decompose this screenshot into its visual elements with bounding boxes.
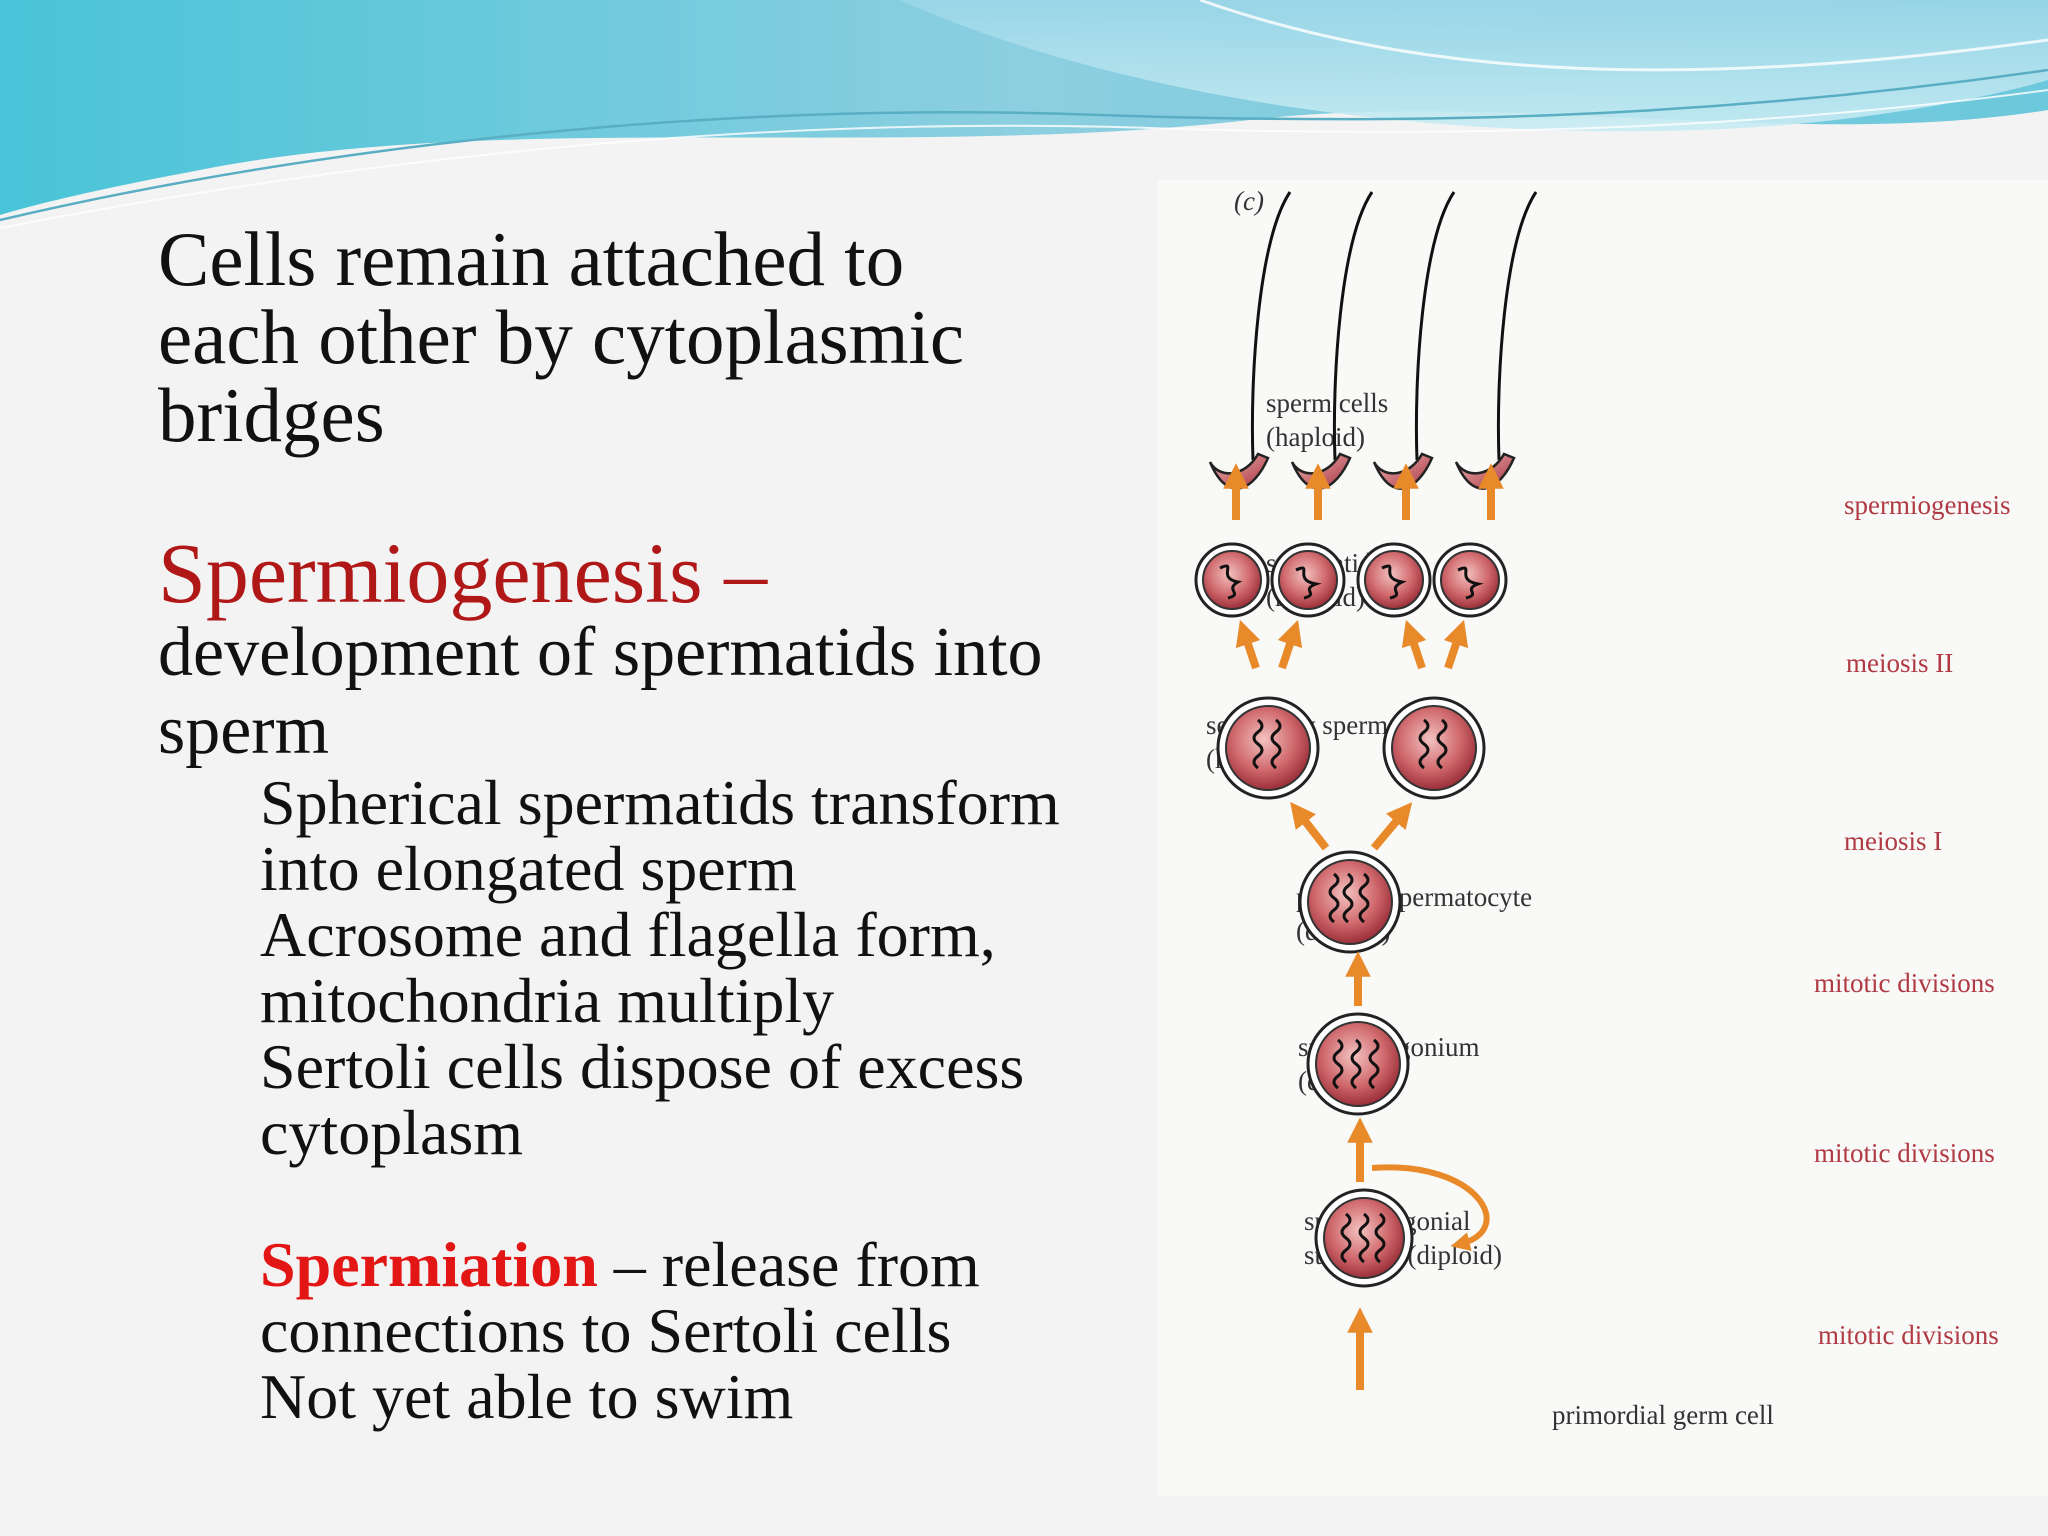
spermatogonium-cell xyxy=(1306,1012,1410,1116)
spermiation-term: Spermiation xyxy=(260,1229,598,1300)
list-item: Acrosome and flagella form, mitochondria… xyxy=(260,899,996,1036)
spermatogenesis-diagram: (c) sperm cells(haploid) spermatids(hapl… xyxy=(1158,180,2048,1496)
spermiogenesis-definition: development of spermatids into sperm xyxy=(158,614,1043,769)
stage-label-primordial-germ-cell: primordial germ cell xyxy=(1552,1400,1774,1430)
secondary-spermatocyte-cell xyxy=(1382,696,1486,800)
self-renewal-arrow xyxy=(1371,1164,1490,1252)
list-item: Sertoli cells dispose of excess cytoplas… xyxy=(260,1031,1025,1168)
intro-paragraph: Cells remain attached to each other by c… xyxy=(158,216,965,458)
spermiation-paragraph: Spermiation – release from connections t… xyxy=(260,1232,1140,1364)
spermatid-cell xyxy=(1270,542,1346,618)
arrow xyxy=(1370,802,1413,851)
spermatid-cell xyxy=(1194,542,1270,618)
list-item: Spherical spermatids transform into elon… xyxy=(260,767,1060,904)
spermiogenesis-heading: Spermiogenesis – xyxy=(158,525,768,621)
sperm-cell xyxy=(1372,191,1456,490)
panel-label: (c) xyxy=(1234,186,1264,216)
process-label-meiosis-1: meiosis I xyxy=(1844,826,1942,856)
stage-label-sperm-cells: sperm cells(haploid) xyxy=(1266,388,1388,452)
detail-list: Spherical spermatids transform into elon… xyxy=(260,770,1138,1430)
process-label-meiosis-2: meiosis II xyxy=(1846,648,1953,678)
wave-banner xyxy=(0,0,2048,229)
stem-cell xyxy=(1314,1188,1414,1288)
process-label-mitotic-2: mitotic divisions xyxy=(1814,1138,1995,1168)
spermiation-note: Not yet able to swim xyxy=(260,1361,794,1432)
arrow xyxy=(1277,619,1303,670)
secondary-spermatocyte-cell xyxy=(1216,696,1320,800)
process-label-mitotic-3: mitotic divisions xyxy=(1818,1320,1999,1350)
slide-text: Cells remain attached to each other by c… xyxy=(158,220,1138,1430)
sperm-cell xyxy=(1454,191,1538,490)
process-label-spermiogenesis: spermiogenesis xyxy=(1844,490,2010,520)
arrow xyxy=(1235,619,1261,670)
arrow xyxy=(1443,619,1469,670)
process-label-mitotic-1: mitotic divisions xyxy=(1814,968,1995,998)
arrow xyxy=(1290,801,1330,851)
primary-spermatocyte-cell xyxy=(1298,850,1402,954)
spermiation-definition: – release from connections to Sertoli ce… xyxy=(260,1229,980,1366)
spermatid-cell xyxy=(1356,542,1432,618)
arrow xyxy=(1401,619,1427,670)
spermatid-cell xyxy=(1432,542,1508,618)
